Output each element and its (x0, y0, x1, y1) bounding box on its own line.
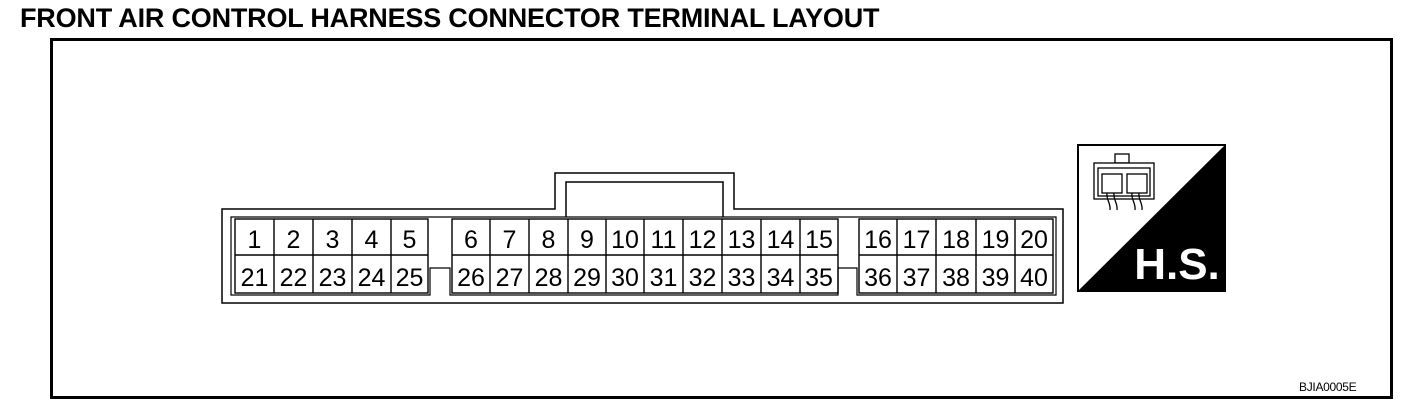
terminal-number-top: 13 (728, 226, 756, 254)
terminal-number-top: 18 (942, 226, 970, 254)
badge-black-triangle (1078, 145, 1225, 291)
terminal-number-top: 17 (903, 226, 931, 254)
terminal-number-top: 4 (365, 226, 379, 254)
harness-side-badge: H.S. (1077, 144, 1226, 292)
terminal-number-bottom: 33 (728, 264, 756, 292)
diagram-frame (50, 38, 1393, 399)
terminal-number-bottom: 35 (805, 264, 833, 292)
terminal-number-bottom: 32 (689, 264, 717, 292)
terminal-number-top: 1 (248, 226, 262, 254)
terminal-number-top: 20 (1020, 226, 1048, 254)
terminal-number-bottom: 40 (1020, 264, 1048, 292)
terminal-number-bottom: 38 (942, 264, 970, 292)
terminal-number-bottom: 27 (496, 264, 524, 292)
terminal-numbers: 1212223234245256267278289291030113112321… (241, 226, 1048, 292)
terminal-number-bottom: 24 (358, 264, 386, 292)
terminal-number-top: 11 (651, 226, 677, 254)
terminal-number-top: 2 (287, 226, 301, 254)
terminal-number-bottom: 21 (241, 264, 269, 292)
terminal-number-top: 8 (542, 226, 556, 254)
cavity-group (451, 218, 839, 294)
connector-cavities (234, 218, 1054, 294)
terminal-number-top: 12 (689, 226, 717, 254)
terminal-number-top: 14 (767, 226, 795, 254)
terminal-number-bottom: 22 (280, 264, 308, 292)
terminal-number-bottom: 25 (396, 264, 424, 292)
terminal-number-bottom: 37 (903, 264, 931, 292)
connector-harness-side-icon (1093, 153, 1155, 211)
terminal-number-top: 6 (464, 226, 478, 254)
terminal-number-top: 16 (864, 226, 892, 254)
terminal-number-top: 19 (982, 226, 1010, 254)
terminal-number-top: 7 (503, 226, 517, 254)
terminal-number-bottom: 29 (573, 264, 601, 292)
terminal-number-bottom: 31 (650, 264, 678, 292)
terminal-number-top: 5 (403, 226, 417, 254)
terminal-number-top: 10 (611, 226, 639, 254)
terminal-number-top: 15 (805, 226, 833, 254)
badge-label: H.S. (1134, 240, 1220, 289)
terminal-number-bottom: 28 (535, 264, 563, 292)
terminal-number-top: 9 (580, 226, 594, 254)
connector-latch (565, 181, 724, 217)
diagram-title: FRONT AIR CONTROL HARNESS CONNECTOR TERM… (20, 3, 880, 33)
terminal-number-top: 3 (326, 226, 340, 254)
connector-inner-outline (230, 216, 1057, 296)
cavity-group (234, 218, 429, 294)
figure-code: BJIA0005E (1299, 380, 1357, 394)
connector-housing (221, 172, 1064, 304)
terminal-number-bottom: 39 (982, 264, 1010, 292)
cavity-group (858, 218, 1054, 294)
terminal-number-bottom: 36 (864, 264, 892, 292)
terminal-number-bottom: 23 (319, 264, 347, 292)
terminal-number-bottom: 30 (611, 264, 639, 292)
terminal-number-bottom: 26 (457, 264, 485, 292)
terminal-number-bottom: 34 (767, 264, 795, 292)
